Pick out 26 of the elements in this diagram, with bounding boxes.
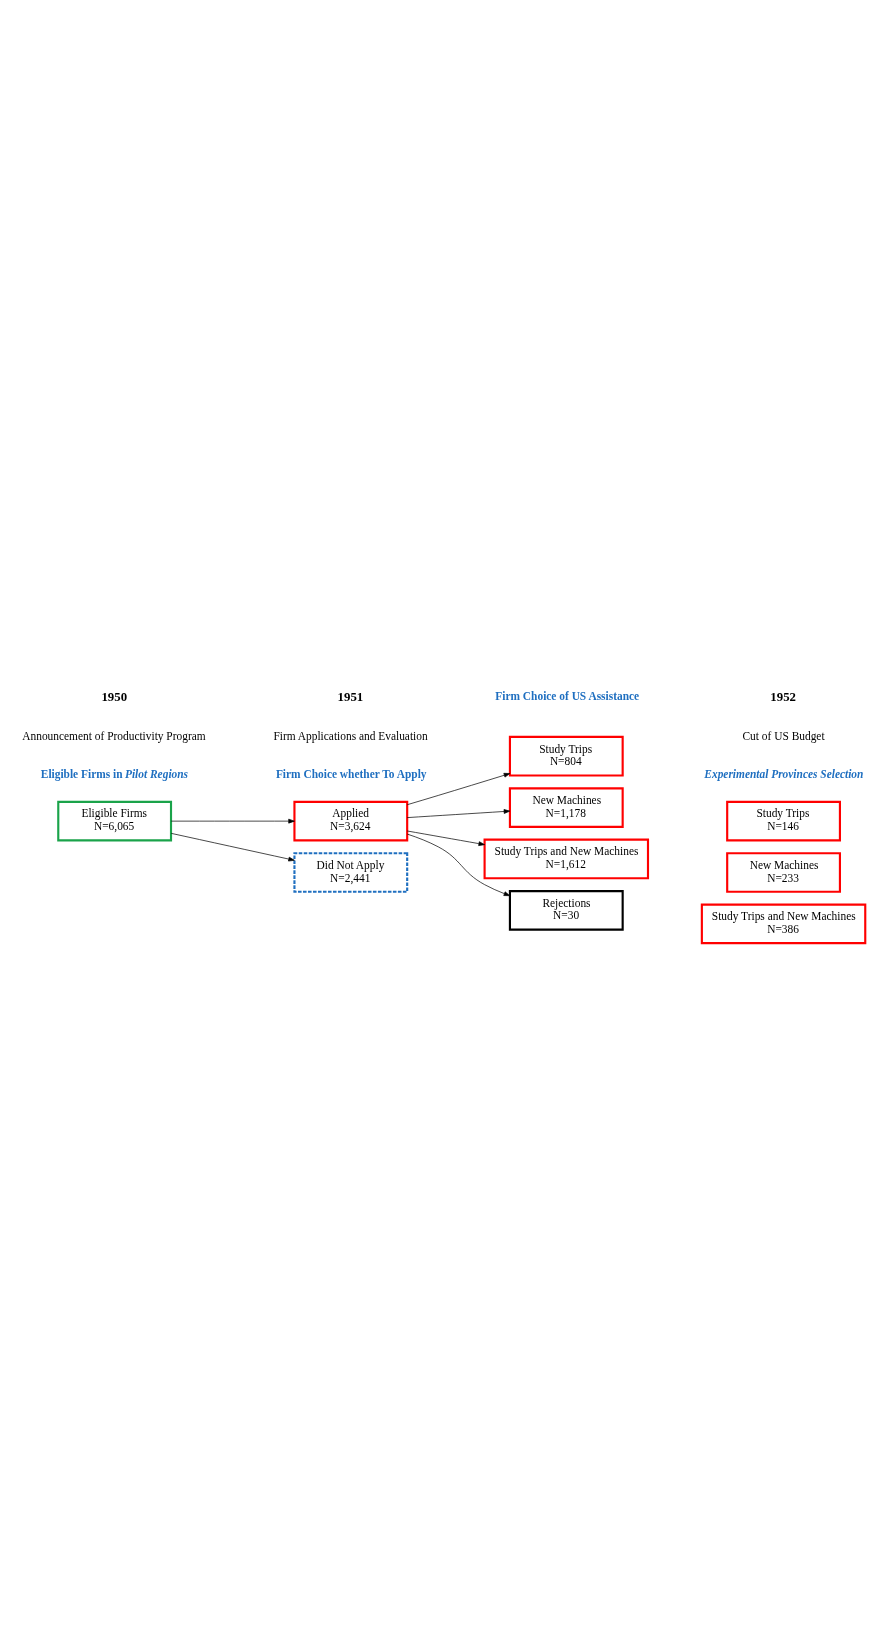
- node-box: Study Trips and New Machines N=386: [700, 903, 867, 944]
- label: 1952: [770, 689, 797, 704]
- node-box: Study Trips and New Machines N=1,612: [483, 838, 650, 879]
- arrow: [406, 808, 511, 818]
- label: Firm Choice of US Assistance: [495, 689, 640, 702]
- node-box: Rejections N=30: [508, 889, 624, 931]
- node-box: Did Not Apply N=2,441: [293, 851, 409, 893]
- node-box: Study Trips N=804: [508, 735, 624, 777]
- label: Cut of US Budget: [742, 729, 825, 742]
- label: Eligible Firms in Pilot Regions: [40, 767, 189, 780]
- arrow: [170, 832, 295, 861]
- label: Experimental Provinces Selection: [704, 767, 864, 780]
- label: 1951: [337, 689, 364, 704]
- arrow: [406, 830, 485, 846]
- node-box: Eligible Firms N=6,065: [57, 800, 173, 841]
- node-box: Applied N=3,624: [293, 800, 409, 841]
- label: Firm Applications and Evaluation: [273, 729, 428, 742]
- arrow: [407, 833, 511, 896]
- arrow: [170, 818, 295, 823]
- node-box: New Machines N=233: [726, 851, 841, 893]
- label: Announcement of Productivity Program: [22, 729, 206, 742]
- node-box: New Machines N=1,178: [508, 786, 624, 828]
- label: 1950: [101, 689, 128, 704]
- arrow: [406, 772, 511, 805]
- label: Firm Choice whether To Apply: [275, 767, 427, 780]
- node-box: Study Trips N=146: [726, 800, 841, 841]
